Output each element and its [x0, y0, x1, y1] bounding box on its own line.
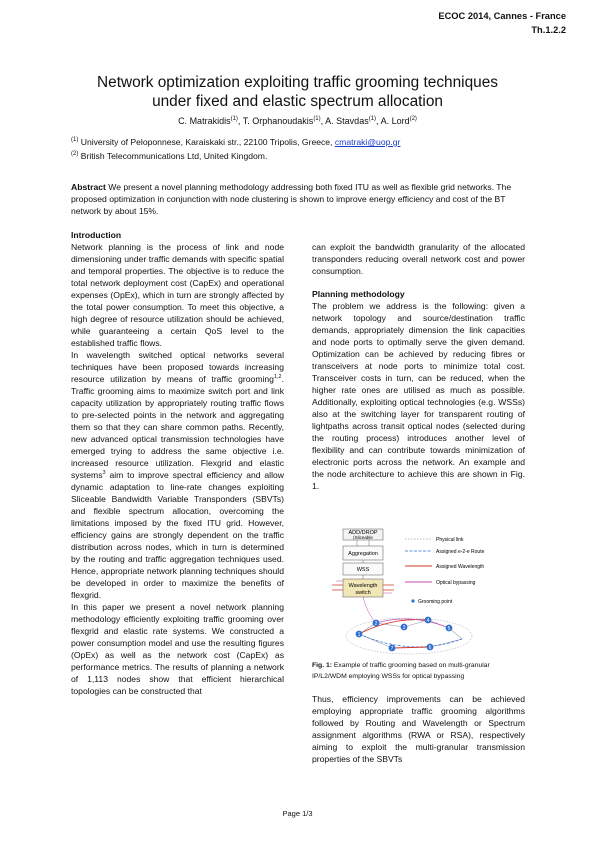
network-topology: 1 2 3 4 5 6 7	[345, 596, 473, 655]
svg-text:3: 3	[403, 625, 406, 631]
network-node-7	[388, 644, 396, 652]
paper-title: Network optimization exploiting traffic …	[40, 73, 555, 111]
wavelength-label: Wavelength	[349, 583, 378, 589]
network-node-3	[400, 623, 408, 631]
node-architecture: ADD/DROP (Sliceable Aggregation WSS Wave…	[332, 528, 394, 598]
network-node-2	[372, 619, 380, 627]
author-email-link[interactable]: cmatraki@uop.gr	[334, 136, 401, 147]
abstract-text: We present a novel planning methodology …	[71, 182, 512, 216]
conference-name: ECOC 2014, Cannes - France	[438, 11, 566, 21]
title-line-1: Network optimization exploiting traffic …	[97, 74, 498, 91]
abstract: Abstract We present a novel planning met…	[71, 181, 526, 217]
network-node-4	[424, 616, 432, 624]
svg-text:(Sliceable: (Sliceable	[353, 535, 373, 540]
aggregation-label: Aggregation	[348, 551, 378, 557]
wss-label: WSS	[357, 567, 370, 573]
legend-grooming-point: Grooming point	[418, 599, 453, 605]
figure-1-diagram: ADD/DROP (Sliceable Aggregation WSS Wave…	[332, 528, 485, 655]
section-heading-introduction: Introduction	[71, 230, 122, 240]
network-node-5	[445, 624, 453, 632]
legend-physical-link: Physical link	[436, 537, 464, 543]
column-right-continued: Thus, efficiency improvements can be ach…	[312, 693, 525, 765]
citation-1-2: 1,2	[273, 374, 282, 381]
figure-legend: Physical link Assigned e-2-e Route Assig…	[405, 537, 485, 605]
column-left: Introduction Network planning is the pro…	[71, 229, 284, 697]
author-1: C. Matrakidis	[178, 116, 231, 126]
affiliation-1: (1) University of Peloponnese, Karaiskak…	[71, 136, 401, 147]
legend-bypass: Optical bypassing	[436, 580, 476, 586]
author-2: T. Orphanoudakis	[242, 116, 314, 126]
caption-label: Fig. 1:	[312, 662, 333, 669]
legend-wavelength: Assigned Wavelength	[436, 564, 484, 570]
affiliation-2: (2) British Telecommunications Ltd, Unit…	[71, 150, 268, 161]
paper-code: Th.1.2.2	[531, 25, 566, 35]
planning-paragraph-1: The problem we address is the following:…	[312, 301, 525, 491]
title-line-2: under fixed and elastic spectrum allocat…	[152, 93, 443, 110]
figure-1-caption: Fig. 1: Example of traffic grooming base…	[312, 662, 490, 680]
author-list: C. Matrakidis(1), T. Orphanoudakis(1), A…	[178, 116, 417, 126]
column-right: can exploit the bandwidth granularity of…	[312, 241, 525, 492]
abstract-label: Abstract	[71, 182, 106, 192]
svg-text:5: 5	[448, 626, 451, 632]
add-drop-box	[342, 528, 384, 541]
svg-text:6: 6	[429, 645, 432, 651]
legend-route: Assigned e-2-e Route	[436, 549, 485, 555]
author-4: A. Lord	[380, 116, 410, 126]
intro-paragraph-2: In wavelength switched optical networks …	[71, 350, 284, 600]
svg-text:switch: switch	[355, 590, 370, 596]
intro-paragraph-1: Network planning is the process of link …	[71, 242, 284, 348]
network-node-1	[355, 630, 363, 638]
svg-text:2: 2	[375, 621, 378, 627]
svg-text:4: 4	[427, 618, 430, 624]
citation-3: 3	[102, 470, 106, 477]
add-drop-label: ADD/DROP	[348, 530, 377, 536]
intro-paragraph-3: In this paper we present a novel network…	[71, 602, 284, 696]
intro-paragraph-continued: can exploit the bandwidth granularity of…	[312, 242, 525, 276]
svg-text:7: 7	[391, 646, 394, 652]
planning-paragraph-2: Thus, efficiency improvements can be ach…	[312, 694, 525, 764]
author-3: A. Stavdas	[325, 116, 369, 126]
page-number: Page 1/3	[282, 809, 313, 818]
page-header: ECOC 2014, Cannes - France Th.1.2.2	[438, 9, 566, 37]
svg-text:1: 1	[358, 632, 361, 638]
section-heading-planning: Planning methodology	[312, 289, 405, 299]
network-node-6	[426, 643, 434, 651]
affiliations: (1) University of Peloponnese, Karaiskak…	[71, 134, 400, 162]
